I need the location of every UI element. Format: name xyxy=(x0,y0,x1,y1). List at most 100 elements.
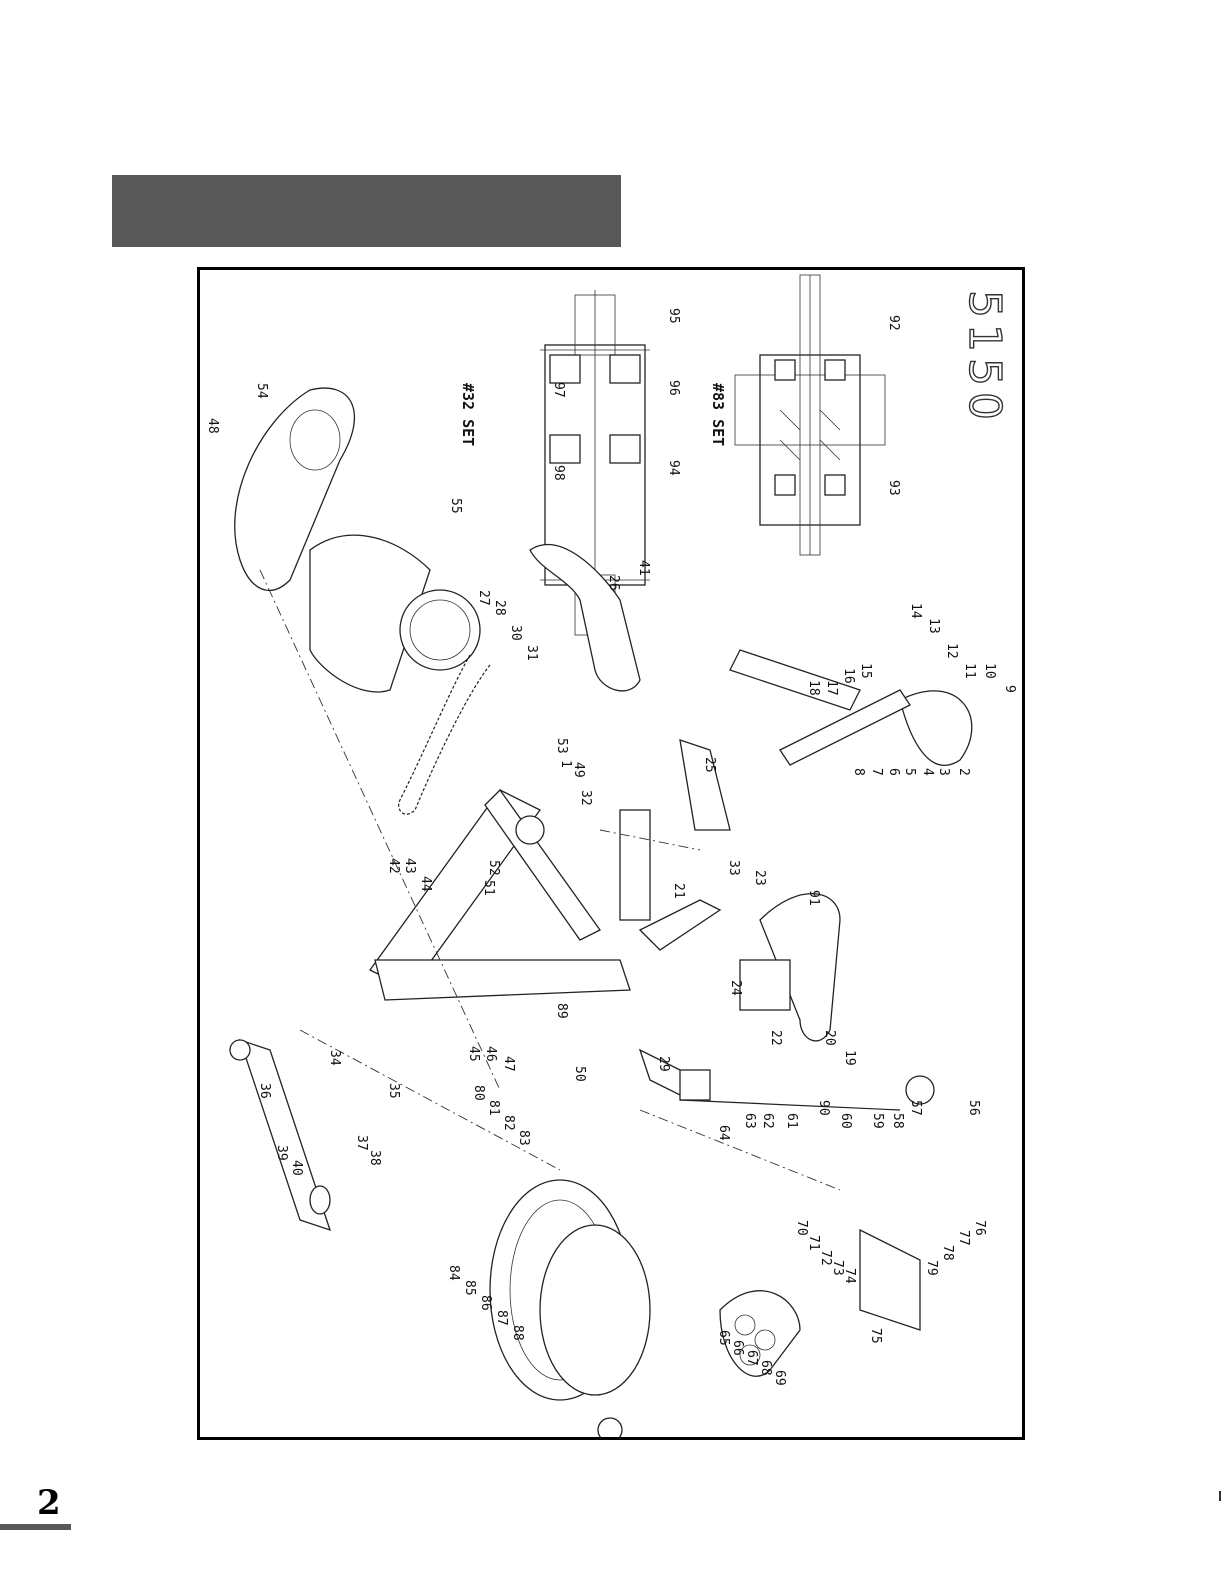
part-label: 60 xyxy=(838,1113,853,1129)
part-label: 27 xyxy=(476,590,491,606)
part-label: 67 xyxy=(744,1350,759,1366)
part-label: 8 xyxy=(851,768,866,776)
part-label: 38 xyxy=(367,1150,382,1166)
part-label: 96 xyxy=(666,380,681,396)
part-label: 64 xyxy=(716,1125,731,1141)
page-footer-rule xyxy=(0,1524,71,1530)
part-label: 20 xyxy=(822,1030,837,1046)
part-label: 31 xyxy=(524,645,539,661)
flywheel xyxy=(489,1179,651,1437)
part-label: 55 xyxy=(448,498,463,514)
set-83-cross-section: #83 SET xyxy=(709,274,886,556)
part-label: 26 xyxy=(606,575,621,591)
part-label: 36 xyxy=(257,1083,272,1099)
part-label: 92 xyxy=(886,315,901,331)
part-label: 89 xyxy=(554,1003,569,1019)
set-32-label: #32 SET xyxy=(459,383,477,446)
main-frame xyxy=(369,788,651,1001)
part-label: 13 xyxy=(926,618,941,634)
model-number: 5150 xyxy=(959,290,1010,426)
part-label: 61 xyxy=(784,1113,799,1129)
part-label: 45 xyxy=(466,1046,481,1062)
part-label: 66 xyxy=(730,1340,745,1356)
part-label: 24 xyxy=(728,980,743,996)
margin-mark xyxy=(1219,1491,1221,1501)
part-label: 25 xyxy=(702,757,717,773)
part-label: 76 xyxy=(972,1220,987,1236)
part-label: 91 xyxy=(806,890,821,906)
part-label: 77 xyxy=(956,1230,971,1246)
page-number: 2 xyxy=(37,1483,61,1523)
part-label: 79 xyxy=(924,1260,939,1276)
part-label: 5 xyxy=(902,768,917,776)
part-label: 42 xyxy=(386,858,401,874)
handlebar-post xyxy=(638,893,841,1042)
part-label: 97 xyxy=(551,382,566,398)
part-label: 70 xyxy=(794,1220,809,1236)
set-32-cross-section: #32 SET xyxy=(459,290,650,640)
part-label: 2 xyxy=(956,768,971,776)
part-label: 57 xyxy=(908,1100,923,1116)
part-label: 14 xyxy=(908,603,923,619)
part-label: 62 xyxy=(760,1113,775,1129)
assembly-guide-lines xyxy=(259,569,841,1191)
part-callouts: 1 2 3 4 5 6 7 8 9 10 11 12 13 14 15 16 1… xyxy=(205,308,1017,1386)
part-label: 16 xyxy=(841,668,856,684)
part-label: 43 xyxy=(402,858,417,874)
part-label: 59 xyxy=(870,1113,885,1129)
part-label: 34 xyxy=(327,1050,342,1066)
exploded-parts-diagram: 5150 #32 SET xyxy=(197,267,1025,1440)
part-label: 69 xyxy=(772,1370,787,1386)
seat-assembly xyxy=(679,649,973,831)
chain-guard xyxy=(234,387,431,693)
part-label: 28 xyxy=(492,600,507,616)
part-label: 78 xyxy=(940,1245,955,1261)
part-label: 23 xyxy=(752,870,767,886)
part-label: 58 xyxy=(890,1113,905,1129)
part-label: 29 xyxy=(656,1056,671,1072)
part-label: 74 xyxy=(842,1268,857,1284)
part-label: 86 xyxy=(478,1295,493,1311)
part-label: 32 xyxy=(578,790,593,806)
part-label: 10 xyxy=(982,663,997,679)
part-label: 81 xyxy=(486,1100,501,1116)
part-label: 47 xyxy=(501,1056,516,1072)
resistance-bracket xyxy=(719,1228,921,1377)
crank-pedal-assembly xyxy=(638,1048,935,1111)
part-label: 35 xyxy=(386,1083,401,1099)
part-label: 82 xyxy=(501,1115,516,1131)
part-label: 72 xyxy=(818,1250,833,1266)
part-label: 41 xyxy=(636,560,651,576)
part-label: 53 xyxy=(554,738,569,754)
part-label: 21 xyxy=(671,883,686,899)
part-label: 44 xyxy=(418,876,433,892)
part-label: 39 xyxy=(274,1145,289,1161)
part-label: 73 xyxy=(830,1260,845,1276)
part-label: 93 xyxy=(886,480,901,496)
part-label: 52 xyxy=(486,860,501,876)
part-label: 22 xyxy=(768,1030,783,1046)
part-label: 88 xyxy=(510,1325,525,1341)
part-label: 71 xyxy=(806,1235,821,1251)
part-label: 75 xyxy=(868,1328,883,1344)
part-label: 68 xyxy=(758,1360,773,1376)
part-label: 6 xyxy=(886,768,901,776)
rear-stabilizer xyxy=(229,1038,332,1232)
part-label: 3 xyxy=(936,768,951,776)
part-label: 46 xyxy=(483,1046,498,1062)
section-header-bar xyxy=(112,175,621,247)
part-label: 95 xyxy=(666,308,681,324)
part-label: 90 xyxy=(816,1100,831,1116)
part-label: 84 xyxy=(446,1265,461,1281)
part-label: 18 xyxy=(806,680,821,696)
part-label: 65 xyxy=(716,1330,731,1346)
part-label: 17 xyxy=(824,680,839,696)
diagram-drawing: 5150 #32 SET xyxy=(205,274,1017,1437)
part-label: 4 xyxy=(920,768,935,776)
part-label: 54 xyxy=(254,383,269,399)
part-label: 40 xyxy=(289,1160,304,1176)
part-label: 48 xyxy=(205,418,220,434)
part-label: 51 xyxy=(481,880,496,896)
part-label: 15 xyxy=(858,663,873,679)
set-83-label: #83 SET xyxy=(709,383,727,446)
